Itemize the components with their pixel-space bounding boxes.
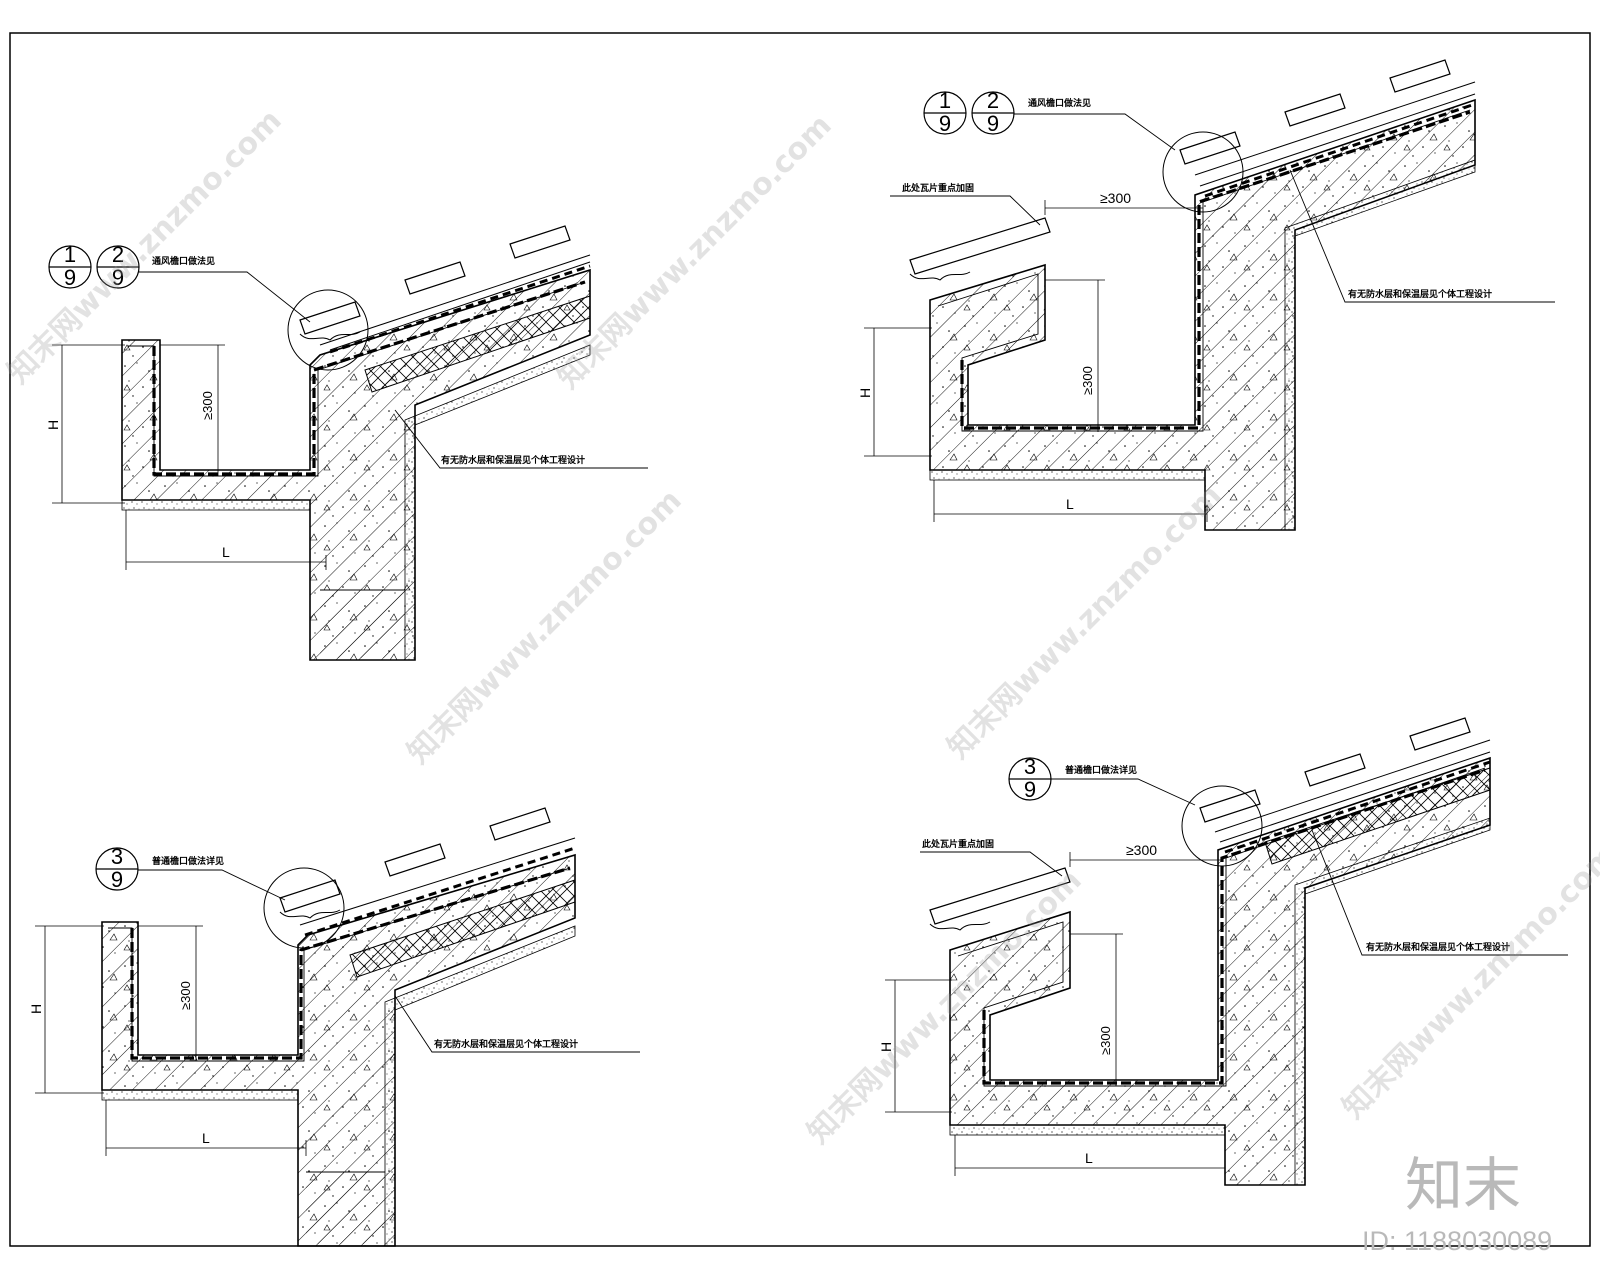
layer-leader <box>1289 169 1555 303</box>
plaster-layer <box>101 925 576 1247</box>
min-depth-label: ≥300 <box>1098 1026 1113 1055</box>
plaster-layer <box>929 159 1476 531</box>
tile-leader <box>920 851 1063 877</box>
watermark-layer: 知末网www.znzmo.com 知末网www.znzmo.com 知末网www… <box>1 103 1600 1151</box>
waterproof-membrane <box>152 280 586 476</box>
layer-note: 有无防水层和保温层见个体工程设计 <box>441 454 585 466</box>
plaster-layer <box>949 817 1491 1186</box>
length-label: L <box>1085 1150 1093 1166</box>
ref-symbol-bottom: 9 <box>939 111 951 136</box>
insulation-layer <box>1264 767 1491 865</box>
height-label: H <box>45 420 61 430</box>
length-label: L <box>1066 496 1074 512</box>
ref-symbol-top: 3 <box>1024 754 1036 779</box>
ref-symbol-2: 2 9 <box>971 88 1015 136</box>
tile-note: 此处瓦片重点加固 <box>902 182 974 194</box>
ref-symbol-top: 1 <box>64 242 76 267</box>
ref-note: 通风檐口做法见 <box>1028 97 1091 109</box>
eave-detail-circle <box>1181 785 1263 867</box>
concrete-body <box>949 756 1491 1186</box>
height-label: H <box>28 1004 44 1014</box>
detail-top-left: 1 9 2 9 通风檐口做法见 有无防水层和保温层见个体工程设计 ≥300 H … <box>45 225 648 661</box>
ref-symbol-bottom: 9 <box>112 265 124 290</box>
detail-top-right: 1 9 2 9 通风檐口做法见 此处瓦片重点加固 有无防水层和保温层见个体工程设… <box>857 59 1555 531</box>
layer-leader <box>394 409 648 469</box>
waterproof-membrane <box>130 866 571 1060</box>
dimension-lines <box>35 925 307 1156</box>
ref-leader <box>1051 778 1196 806</box>
ref-symbol-top: 3 <box>111 844 123 869</box>
ref-symbol-top: 1 <box>939 88 951 113</box>
ref-note: 普通檐口做法详见 <box>152 855 224 867</box>
ref-leader <box>138 869 286 901</box>
concrete-body <box>101 853 576 1247</box>
min-offset-label: ≥300 <box>1126 842 1157 858</box>
id-label: ID: 1188030089 <box>1362 1226 1552 1256</box>
min-depth-label: ≥300 <box>1080 366 1095 395</box>
ref-note: 普通檐口做法详见 <box>1065 764 1137 776</box>
ref-symbol-1: 3 9 <box>95 844 139 892</box>
waterproof-membrane <box>960 110 1471 430</box>
eave-detail-circle <box>1162 131 1244 213</box>
roof-tiles <box>909 59 1476 281</box>
eave-detail-circle <box>263 867 345 949</box>
ref-symbol-bottom: 9 <box>111 867 123 892</box>
eave-detail-circle <box>287 289 369 371</box>
watermark-text: 知末网www.znzmo.com <box>1336 838 1600 1126</box>
ref-symbol-bottom: 9 <box>64 265 76 290</box>
insulation-layer <box>364 295 591 393</box>
ref-note: 通风檐口做法见 <box>152 255 215 267</box>
length-label: L <box>222 544 230 560</box>
roof-tiles <box>299 225 591 354</box>
watermark-text: 知末网www.znzmo.com <box>551 108 839 396</box>
dimension-lines <box>885 852 1226 1176</box>
min-depth-label: ≥300 <box>200 391 215 420</box>
brand-logo-text: 知末 <box>1405 1151 1521 1219</box>
ref-symbol-bottom: 9 <box>1024 777 1036 802</box>
dimension-lines <box>52 344 327 570</box>
layer-leader <box>394 995 640 1053</box>
tile-leader <box>890 195 1041 226</box>
dimension-lines <box>864 200 1208 522</box>
ref-leader <box>139 271 311 323</box>
waterproof-membrane <box>982 768 1486 1085</box>
ref-symbol-top: 2 <box>112 242 124 267</box>
ref-symbol-top: 2 <box>987 88 999 113</box>
height-label: H <box>857 388 873 398</box>
detail-bottom-left: 3 9 普通檐口做法详见 有无防水层和保温层见个体工程设计 ≥300 H L <box>28 807 640 1247</box>
ref-symbol-1: 1 9 <box>48 242 92 290</box>
ref-symbol-2: 2 9 <box>96 242 140 290</box>
ref-symbol-1: 1 9 <box>923 88 967 136</box>
length-label: L <box>202 1130 210 1146</box>
sheet-border <box>9 32 1591 1247</box>
detail-bottom-right: 3 9 普通檐口做法详见 此处瓦片重点加固 有无防水层和保温层见个体工程设计 ≥… <box>878 717 1568 1186</box>
ref-leader <box>1014 113 1176 151</box>
ref-symbol-1: 3 9 <box>1008 754 1052 802</box>
min-depth-label: ≥300 <box>178 981 193 1010</box>
layer-note: 有无防水层和保温层见个体工程设计 <box>434 1038 578 1050</box>
insulation-layer <box>349 879 576 978</box>
height-label: H <box>878 1042 894 1052</box>
min-offset-label: ≥300 <box>1100 190 1131 206</box>
layer-note: 有无防水层和保温层见个体工程设计 <box>1348 288 1492 300</box>
plaster-layer <box>121 344 591 661</box>
concrete-body <box>929 98 1476 531</box>
layer-leader <box>1311 829 1568 956</box>
roof-tiles <box>279 807 576 937</box>
ref-symbol-bottom: 9 <box>987 111 999 136</box>
tile-note: 此处瓦片重点加固 <box>922 838 994 850</box>
watermark-text: 知末网www.znzmo.com <box>941 478 1229 766</box>
watermark-text: 知末网www.znzmo.com <box>401 483 689 771</box>
layer-note: 有无防水层和保温层见个体工程设计 <box>1366 941 1510 953</box>
